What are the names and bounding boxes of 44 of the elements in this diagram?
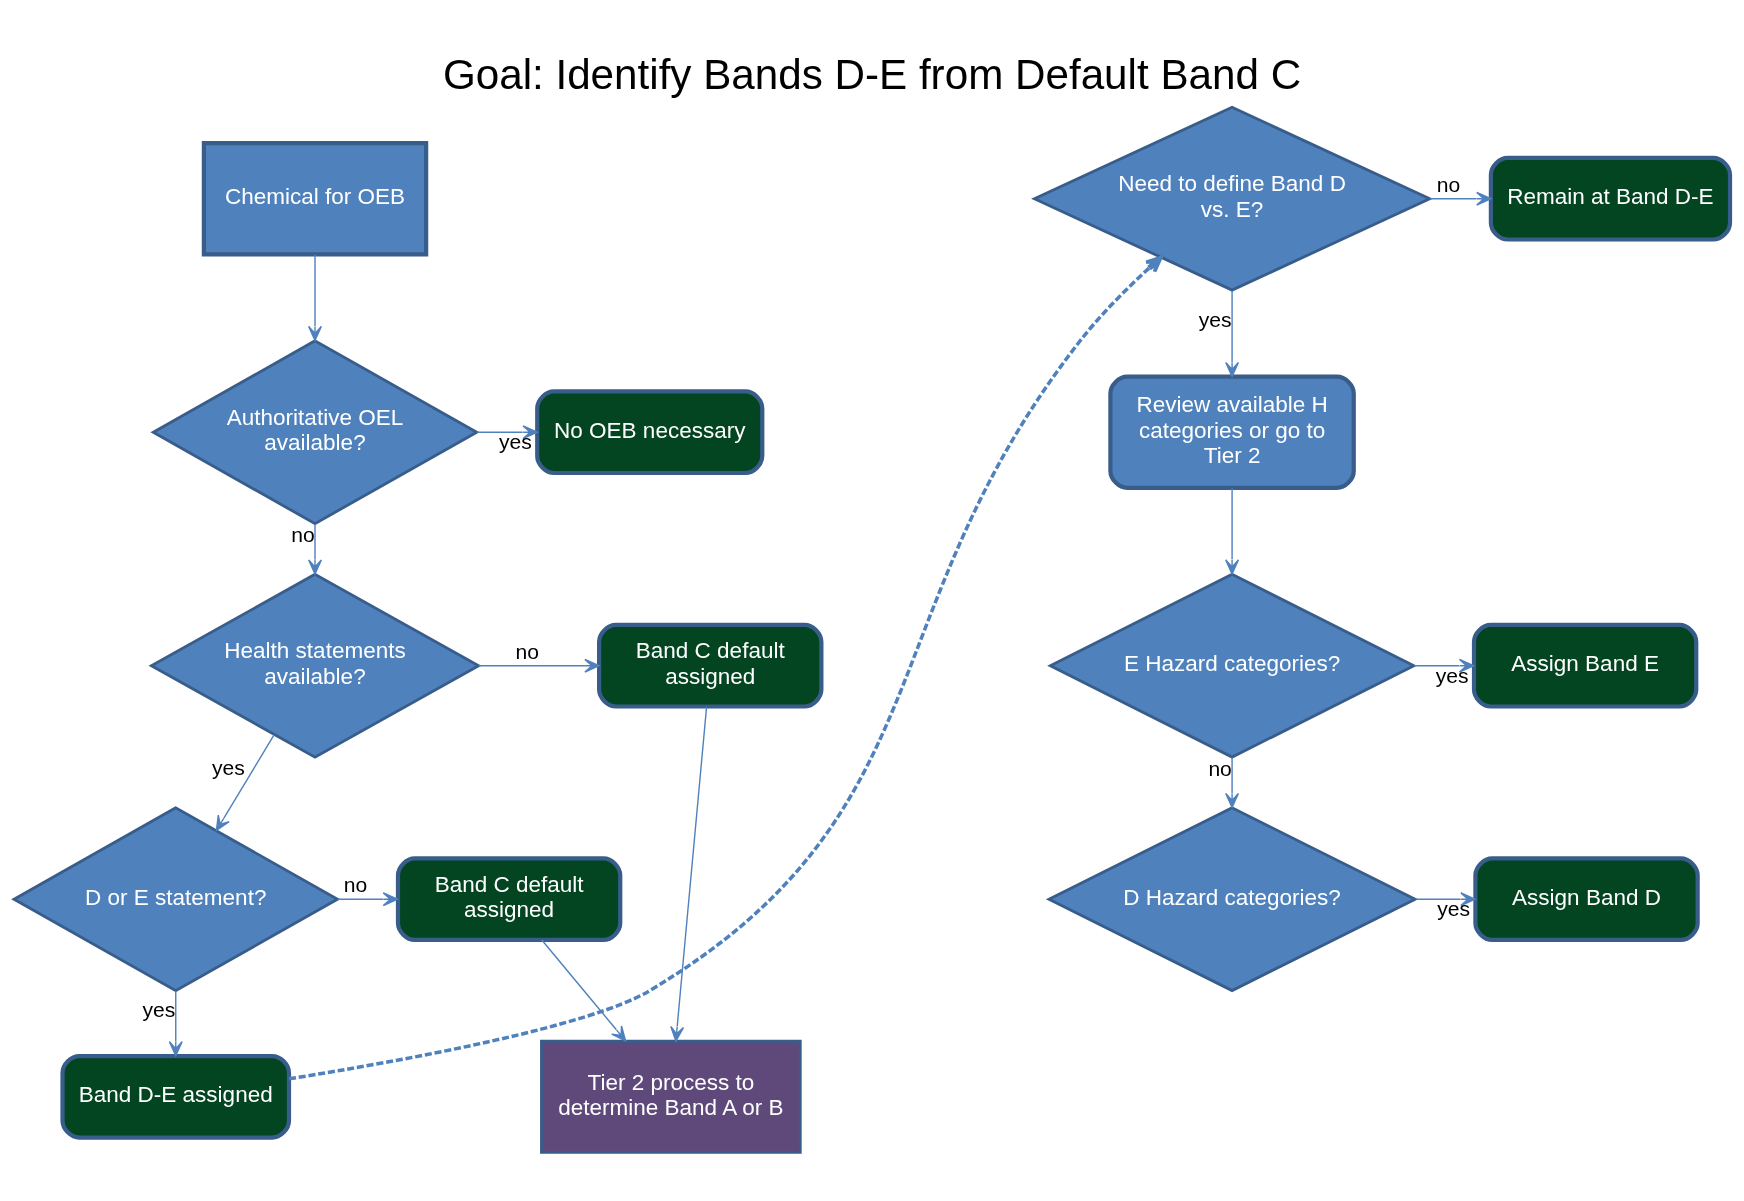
arrow bbox=[337, 891, 399, 906]
edge-label: yes bbox=[499, 429, 532, 453]
node-diamond: E Hazard categories? bbox=[1047, 572, 1417, 759]
arrow bbox=[477, 658, 600, 673]
edge-label: yes bbox=[1198, 307, 1232, 331]
node-box: Review available H categories or go to Tier 2 bbox=[1108, 374, 1356, 490]
diagram-title: Goal: Identify Bands D-E from Default Band C bbox=[442, 50, 1302, 98]
edge-label: yes bbox=[1437, 896, 1470, 920]
node-box: Band D-E assigned bbox=[60, 1053, 292, 1140]
arrow bbox=[1225, 756, 1240, 808]
arrow bbox=[215, 733, 276, 831]
arrow bbox=[670, 705, 708, 1042]
node-diamond: Health statements available? bbox=[148, 572, 482, 759]
edge-label: yes bbox=[1435, 663, 1469, 687]
arrow bbox=[1225, 289, 1240, 377]
arrow bbox=[307, 253, 323, 341]
edge-label: no bbox=[1208, 756, 1232, 780]
edge-label: yes bbox=[142, 997, 176, 1021]
arrow bbox=[1429, 191, 1492, 206]
node-box: Tier 2 process to determine Band A or B bbox=[540, 1039, 802, 1154]
edge-label: no bbox=[515, 639, 540, 663]
arrow bbox=[288, 255, 1163, 1081]
node-diamond: D Hazard categories? bbox=[1045, 805, 1419, 992]
node-diamond: Authoritative OEL available? bbox=[150, 338, 480, 525]
node-diamond: D or E statement? bbox=[11, 805, 341, 992]
edge-label: no bbox=[1436, 172, 1461, 196]
arrow bbox=[168, 989, 183, 1056]
node-diamond: Need to define Band D vs. E? bbox=[1031, 105, 1434, 292]
node-box: Remain at Band D-E bbox=[1488, 155, 1733, 242]
node-box: Band C default assigned bbox=[597, 622, 824, 709]
arrow bbox=[476, 424, 538, 439]
edge-label: no bbox=[343, 872, 368, 896]
arrow bbox=[307, 522, 323, 575]
node-box: No OEB necessary bbox=[535, 388, 765, 475]
node-box: Chemical for OEB bbox=[201, 140, 429, 256]
node-box: Band C default assigned bbox=[395, 855, 623, 942]
arrow bbox=[1413, 658, 1475, 673]
arrow bbox=[1225, 487, 1240, 575]
arrow bbox=[541, 938, 627, 1042]
arrow bbox=[1414, 891, 1476, 906]
node-box: Assign Band D bbox=[1473, 855, 1700, 942]
edge-label: yes bbox=[212, 756, 245, 779]
node-box: Assign Band E bbox=[1471, 622, 1699, 709]
edge-label: no bbox=[291, 522, 315, 546]
